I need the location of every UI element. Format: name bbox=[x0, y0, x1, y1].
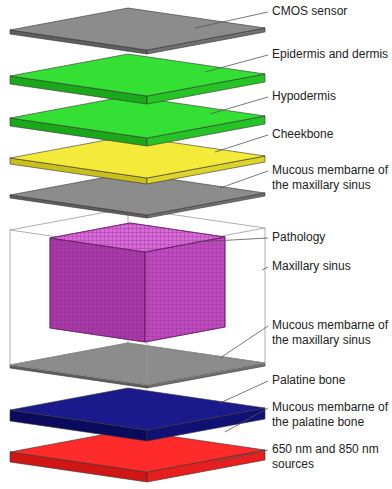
sinus-box-bottom bbox=[10, 343, 265, 385]
pathology-face bbox=[50, 223, 225, 252]
leader-line bbox=[195, 12, 268, 28]
layer-label: Mucous membarne of the palatine bone bbox=[272, 400, 392, 430]
layer-label: Mucous membarne of the maxillary sinus bbox=[272, 318, 392, 348]
hypodermis-plate bbox=[10, 96, 265, 146]
sinus-label: Maxillary sinus bbox=[272, 259, 392, 274]
layer-label: Epidermis and dermis bbox=[272, 47, 392, 62]
pathology-texture bbox=[50, 223, 225, 252]
leader-line bbox=[215, 450, 268, 462]
dermis-plate-top bbox=[10, 54, 265, 96]
sinus-box-edge bbox=[10, 230, 11, 365]
leader-line bbox=[225, 408, 268, 432]
layer-label: Hypodermis bbox=[272, 89, 392, 104]
pathology-label: Pathology bbox=[272, 230, 392, 245]
leader-line bbox=[205, 55, 268, 72]
pathology-cube bbox=[50, 223, 225, 342]
leader-line bbox=[220, 381, 268, 403]
leader-line bbox=[210, 97, 268, 114]
layer-label: Mucous membarne of the maxillary sinus bbox=[272, 163, 392, 193]
leader-line bbox=[262, 267, 268, 270]
sinus-box-edge bbox=[265, 228, 266, 363]
pathology-face bbox=[145, 237, 225, 342]
source-label: 650 nm and 850 nm sources bbox=[272, 442, 392, 472]
palatine-plate bbox=[10, 388, 265, 441]
dermis-plate bbox=[10, 54, 265, 104]
leader-line bbox=[195, 238, 268, 242]
pathology-face bbox=[50, 238, 145, 342]
palatine-plate-top bbox=[10, 388, 265, 430]
pathology-texture bbox=[145, 237, 225, 342]
pathology-texture bbox=[50, 238, 145, 342]
mucosa-plate bbox=[10, 343, 265, 388]
mucosa-plate-top bbox=[10, 343, 265, 385]
sensor-plate-top bbox=[10, 8, 265, 50]
sensor-plate bbox=[10, 8, 265, 54]
leader-line bbox=[220, 171, 268, 188]
layer-label: Cheekbone bbox=[272, 127, 392, 142]
sensor-label: CMOS sensor bbox=[272, 4, 392, 19]
leader-line bbox=[220, 326, 268, 358]
leader-line bbox=[215, 135, 268, 152]
sinus-box bbox=[10, 208, 265, 385]
layer-label: Palatine bone bbox=[272, 373, 392, 388]
